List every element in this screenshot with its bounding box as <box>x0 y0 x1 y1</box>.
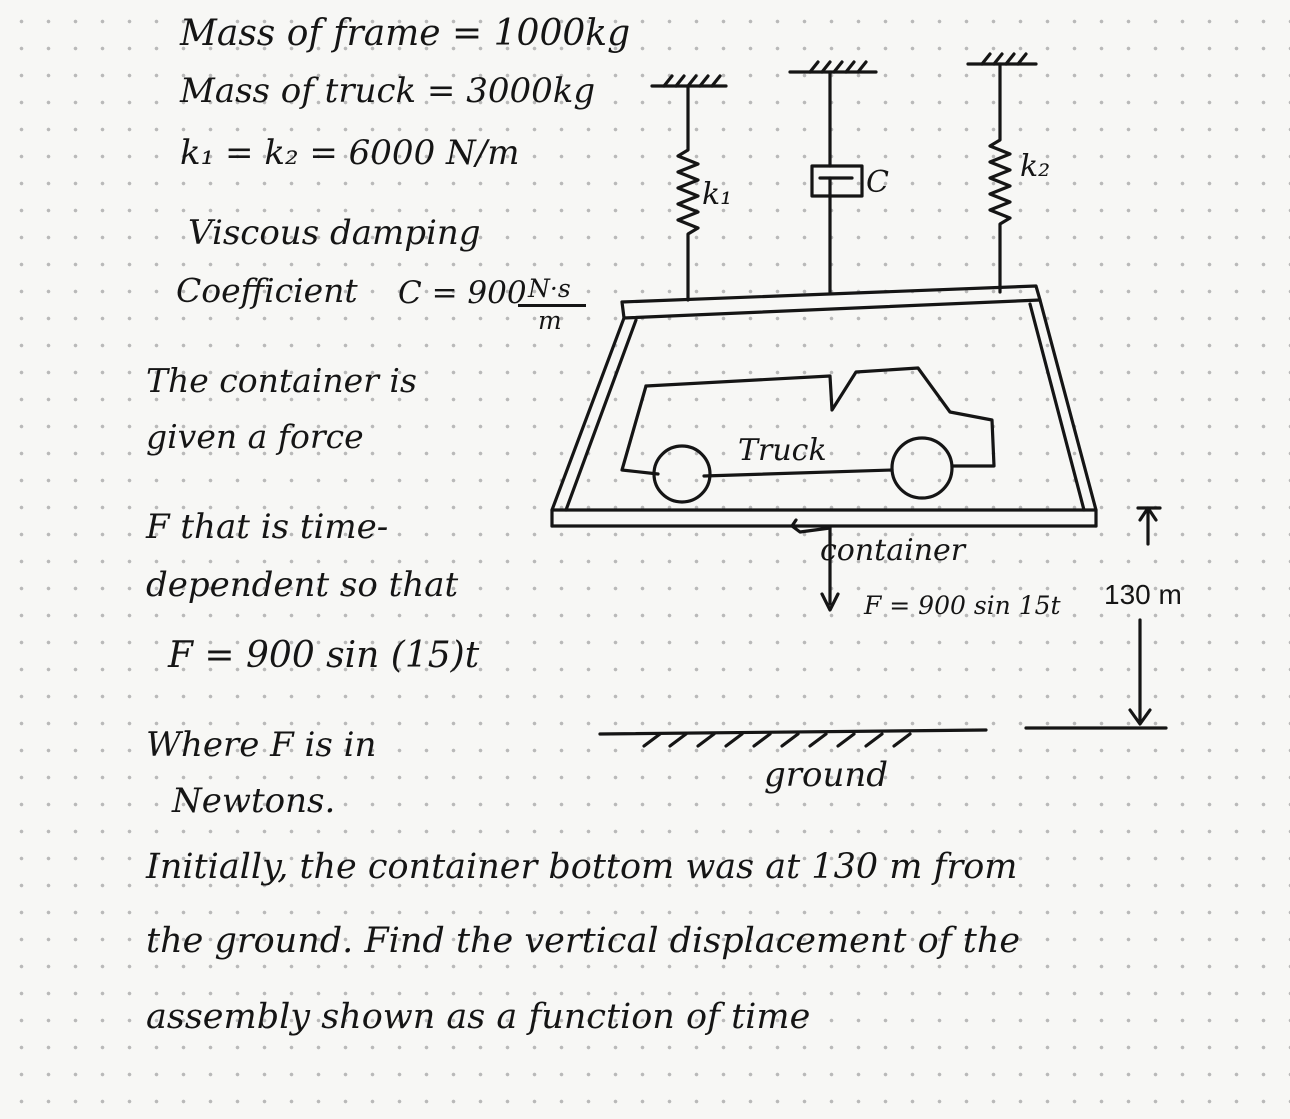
description-line-4: dependent so that <box>146 565 459 605</box>
spring-k2-label: k₂ <box>1020 149 1050 184</box>
damping-title-text: Viscous damping <box>188 213 481 253</box>
ground <box>598 728 988 748</box>
damping-unit-fraction-bar <box>518 304 586 307</box>
force-formula: F = 900 sin (15)t <box>168 635 480 676</box>
spring-k1-label: k₁ <box>702 177 732 212</box>
frame <box>550 284 1098 528</box>
description-line-2: given a force <box>146 417 364 456</box>
ceiling-support-left <box>650 74 728 88</box>
damping-coefficient-value: C = 900 <box>398 275 527 311</box>
damper-c <box>810 70 864 294</box>
damping-unit-denominator: m <box>538 306 562 335</box>
question-line-1: Initially, the container bottom was at 1… <box>146 847 1018 887</box>
spring-k2 <box>988 62 1012 294</box>
question-line-3: assembly shown as a function of time <box>146 997 811 1037</box>
description-line-5: Where F is in <box>146 725 377 765</box>
height-label: 130 m <box>1104 579 1182 610</box>
question-line-2: the ground. Find the vertical displaceme… <box>146 921 1021 961</box>
description-line-3: F that is time- <box>146 507 389 547</box>
damping-unit-numerator: N·s <box>528 274 571 303</box>
ceiling-support-right <box>966 52 1038 66</box>
truck <box>620 366 996 504</box>
frame-mass-text: Mass of frame = 1000kg <box>180 13 631 54</box>
spring-k1 <box>676 84 700 302</box>
damping-coefficient-label: Coefficient <box>176 271 358 310</box>
height-dimension <box>1024 506 1168 730</box>
description-line-6: Newtons. <box>172 781 336 821</box>
truck-label: Truck <box>738 433 827 468</box>
force-label: F = 900 sin 15t <box>863 591 1062 620</box>
truck-mass-text: Mass of truck = 3000kg <box>180 71 596 111</box>
ceiling-support-middle <box>788 60 878 74</box>
ground-label: ground <box>764 755 888 795</box>
container-label: container <box>820 533 967 568</box>
description-line-1: The container is <box>146 361 417 400</box>
damper-label: C <box>866 165 889 200</box>
force-arrow <box>790 518 840 612</box>
spring-constants-text: k₁ = k₂ = 6000 N/m <box>180 133 520 173</box>
